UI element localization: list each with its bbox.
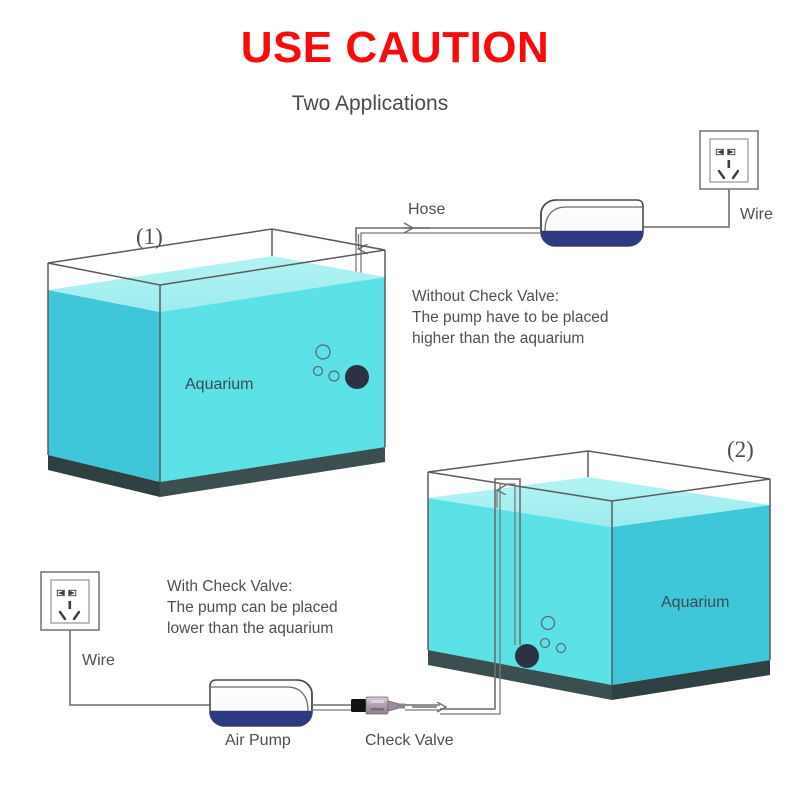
bubble-1a	[315, 344, 331, 360]
air-stone-1	[345, 365, 369, 389]
check-valve-nozzle	[387, 700, 399, 712]
note-2-line-2: The pump can be placed	[167, 599, 338, 616]
check-valve-label: Check Valve	[365, 732, 454, 749]
outlet-ground-slot-bottom	[68, 601, 72, 609]
scenario-1-index: (1)	[136, 224, 163, 249]
bubble-2a	[540, 615, 556, 631]
bubble-1b	[312, 365, 324, 377]
tank1-base-left	[48, 455, 160, 497]
note-1-line-2: The pump have to be placed	[412, 309, 608, 326]
bubble-1c	[328, 370, 340, 382]
check-valve-highlight	[371, 700, 384, 703]
tank1-base-front	[160, 447, 385, 497]
tank2-water-surface	[428, 477, 770, 527]
pump-inner-curve-top	[544, 206, 643, 232]
check-valve-tip	[398, 703, 405, 709]
outlet-slot-right-bottom	[69, 590, 75, 596]
hose-bottom	[440, 478, 521, 715]
outlet-angled-slot-right	[731, 169, 740, 180]
outlet-slot-left-bottom	[58, 590, 64, 596]
aquarium-tank-1: Aquarium	[47, 228, 386, 497]
check-valve-shadow	[371, 708, 384, 711]
outlet-angled-slot-left	[717, 169, 726, 180]
power-outlet-bottom	[40, 571, 100, 631]
air-pump-bottom	[209, 679, 313, 727]
outlet-slot-right-outline	[727, 148, 736, 156]
hose-outer-top	[355, 227, 541, 241]
pump-right-curve-bottom	[296, 679, 313, 712]
outlet-angled-slot-right-bottom	[72, 610, 81, 621]
outlet-ground-slot	[727, 160, 731, 168]
wire-path-top	[642, 189, 730, 228]
aquarium-label-1: Aquarium	[185, 376, 253, 393]
air-stone-2	[515, 644, 539, 668]
check-valve	[351, 696, 405, 715]
check-valve-body	[365, 696, 389, 715]
hose-pump-to-valve	[312, 705, 440, 710]
outlet-slot-left	[717, 149, 723, 155]
outlet-slot-right-outline-bottom	[68, 589, 77, 597]
hose-inner-bottom	[440, 483, 516, 715]
outlet-slot-left-outline-bottom	[56, 589, 65, 597]
pump-left-curve-top	[540, 199, 557, 232]
tank2-base-front-left	[428, 650, 612, 700]
pump-base-band-bottom	[209, 710, 313, 727]
outlet-slot-right	[728, 149, 734, 155]
pump-inner-curve-bottom	[210, 686, 309, 712]
outlet-angled-slot-left-bottom	[58, 610, 67, 621]
tank2-water-right-face	[612, 505, 770, 685]
pump-label: Air Pump	[225, 732, 291, 749]
bubble-2b	[539, 637, 551, 649]
power-outlet-top	[699, 130, 759, 190]
page-title: USE CAUTION	[241, 23, 550, 72]
wire-path-bottom	[69, 630, 212, 706]
scenario-2-index: (2)	[727, 437, 754, 462]
tank1-water-left-face	[48, 290, 160, 482]
note-1-line-3: higher than the aquarium	[412, 330, 584, 347]
tank1-water-surface	[48, 256, 385, 312]
wire-label-bottom: Wire	[82, 652, 115, 669]
wire-label-top: Wire	[740, 206, 773, 223]
note-2-line-3: lower than the aquarium	[167, 620, 333, 637]
note-2-line-1: With Check Valve:	[167, 578, 292, 595]
bubble-2c	[555, 642, 567, 654]
tank1-water-front-face	[160, 277, 385, 482]
hose-outer-bottom	[440, 478, 521, 710]
aquarium-tank-2: Aquarium	[427, 450, 771, 700]
check-valve-collar	[351, 699, 366, 712]
page-subtitle: Two Applications	[292, 92, 448, 115]
tank2-base-right	[612, 660, 770, 700]
outlet-slot-left-outline	[715, 148, 724, 156]
aquarium-label-2: Aquarium	[661, 594, 729, 611]
note-1-line-1: Without Check Valve:	[412, 288, 559, 305]
pump-base-band-top	[540, 230, 644, 247]
hose-label: Hose	[408, 201, 445, 218]
air-pump-top	[540, 199, 644, 247]
